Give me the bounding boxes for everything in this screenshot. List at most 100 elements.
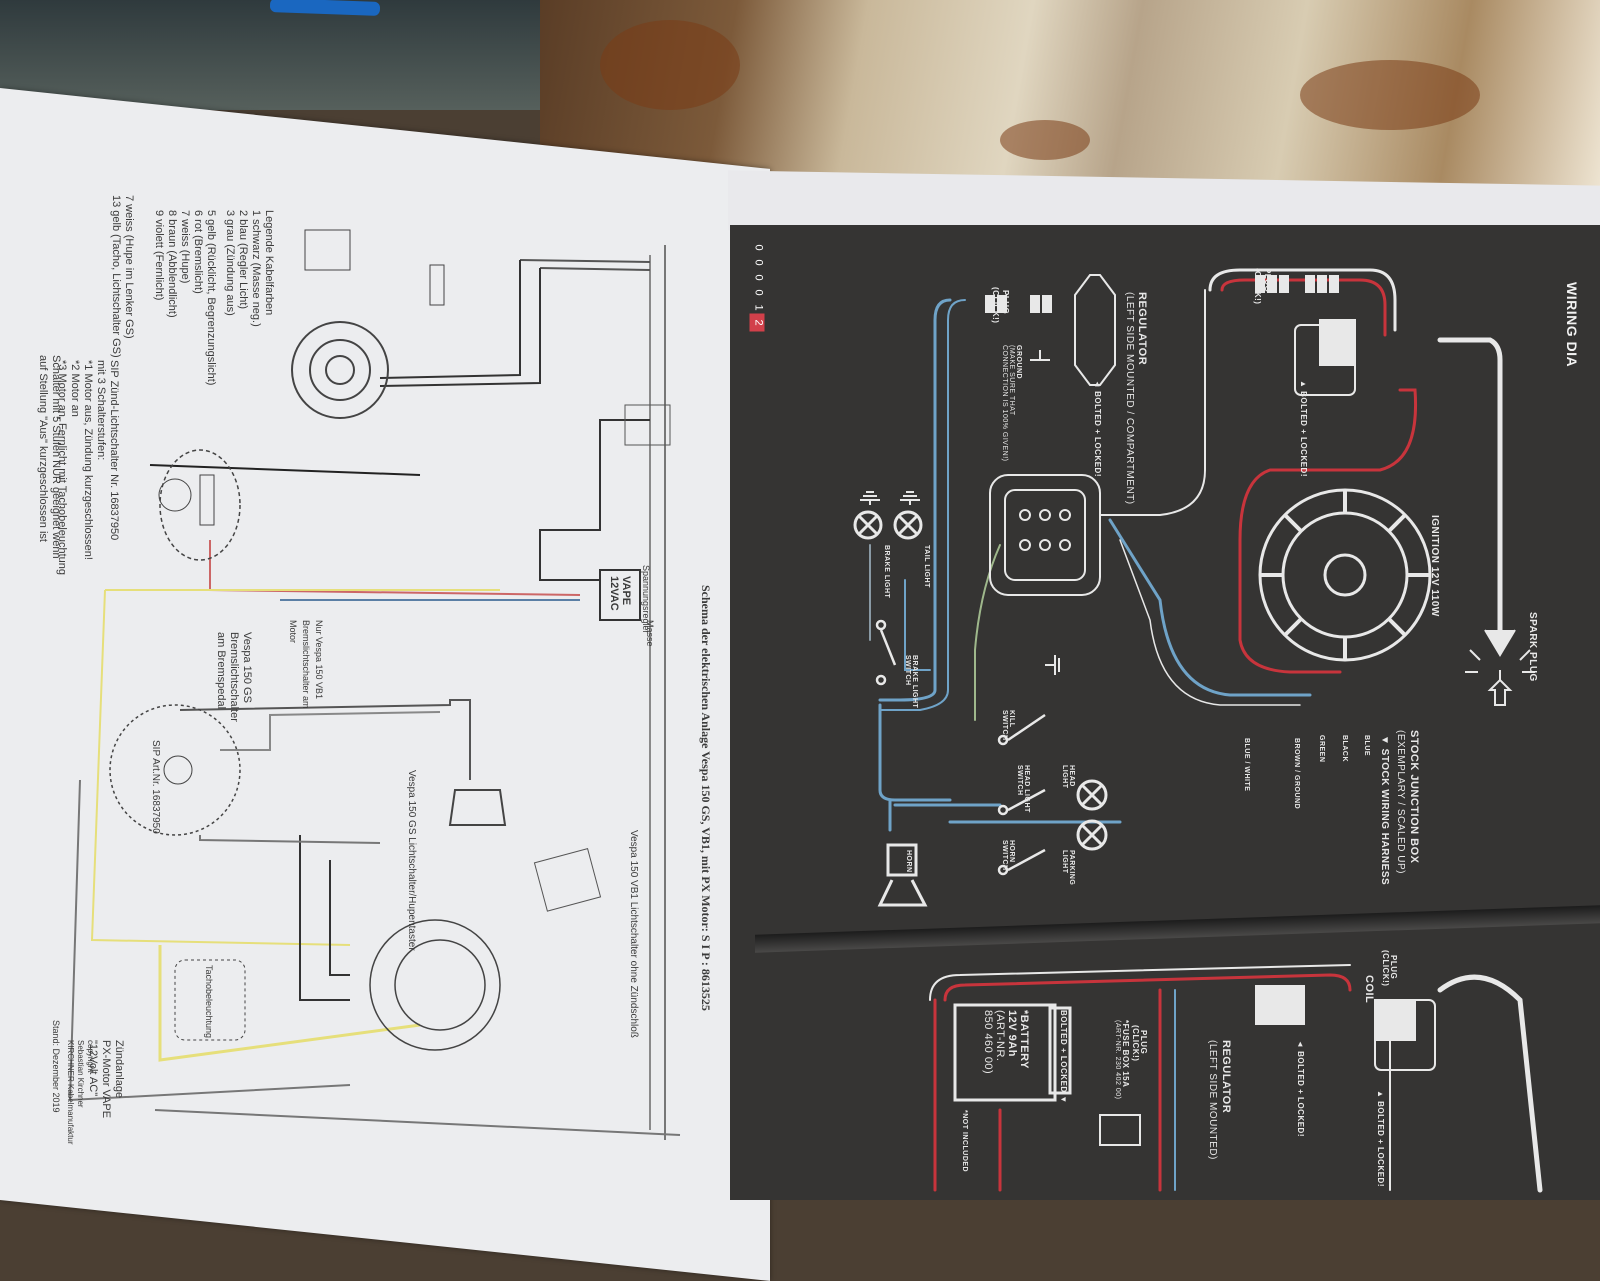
plug-click-label: (CLICK!) <box>1253 268 1262 305</box>
lower-wire-white <box>929 964 1351 1001</box>
wire-yellow-bottom <box>158 945 421 1062</box>
wire-label-black: BLACK <box>1341 735 1348 762</box>
horn-switch-label: HORN SWITCH <box>1001 840 1015 871</box>
parking-light-icon <box>1076 819 1108 851</box>
fuse-line: (ART-NR. 230 402 00) <box>1114 1020 1121 1100</box>
battery-line: 850 460 00) <box>982 1010 994 1075</box>
page-heading-partial: WIRING DIA <box>1564 282 1580 368</box>
wire-1 <box>519 259 651 263</box>
wire-label-brown-ground: BROWN / GROUND <box>1293 738 1300 810</box>
label-line: HORN <box>1008 840 1015 863</box>
fuse-line: *FUSE BOX 15A <box>1121 1020 1130 1088</box>
wire-coil-red <box>1220 278 1387 337</box>
lower-plug-click: (CLICK!) <box>1381 950 1390 987</box>
tail-light-icon <box>893 510 923 540</box>
junction-box-icon <box>989 474 1101 596</box>
tail-light-label: TAIL LIGHT <box>923 545 930 588</box>
head-light-label: HEAD LIGHT <box>1061 765 1075 789</box>
kill-switch-label: KILL SWITCH <box>1001 710 1015 741</box>
wire-black-harness <box>1119 539 1301 706</box>
head-light-icon <box>1076 779 1108 811</box>
battery-line: 12V 9Ah <box>1006 1010 1018 1057</box>
rust-patch <box>600 20 740 110</box>
label-line: PARKING <box>1068 850 1075 886</box>
label-line: SWITCH <box>1001 710 1008 741</box>
headlight-bulb-circle <box>159 449 241 561</box>
coil-label: COIL <box>1319 320 1330 346</box>
coil-left <box>304 229 351 271</box>
wire-tail-blue <box>904 579 931 671</box>
wire-13 <box>199 835 381 844</box>
label-line: HEAD LIGHT <box>1023 765 1030 813</box>
wiring-harness-label: ▼ STOCK WIRING HARNESS <box>1379 735 1390 886</box>
vape-regulator <box>599 569 641 621</box>
wire-harness-white <box>1099 289 1206 516</box>
spark-plug-left <box>429 264 445 306</box>
wire-blue-regulator <box>878 298 952 702</box>
ground-line: GROUND <box>1015 345 1022 380</box>
horn-icon <box>877 843 928 907</box>
lower-regulator-title: REGULATOR <box>1220 1040 1232 1114</box>
battery-line: (ART-NR. <box>994 1010 1006 1062</box>
lower-regulator-icon <box>1255 985 1305 1025</box>
label-line: LIGHT <box>1061 850 1068 874</box>
plug-connectors <box>985 275 1339 313</box>
ground-icon <box>860 350 1060 675</box>
coil-bolted-label: ▲ BOLTED + LOCKED! <box>1299 380 1308 477</box>
wire-label-blue: BLUE <box>1363 735 1370 757</box>
vb1-switch <box>533 847 602 912</box>
battery-bolted: BOLTED + LOCKED ▼ <box>1059 1010 1068 1104</box>
tube-bulb <box>199 474 215 526</box>
left-diagram-wires <box>68 229 681 1140</box>
wire-taillight <box>149 464 421 476</box>
rust-patch <box>1000 120 1090 160</box>
fuse-box-label: *FUSE BOX 15A (ART-NR. 230 402 00) <box>1114 1020 1130 1100</box>
lower-plug-label: PLUG <box>1389 955 1398 980</box>
wire-label-blue-white: BLUE / WHITE <box>1243 738 1250 792</box>
headlight-switch-label: HEAD LIGHT SWITCH <box>1016 765 1030 813</box>
background-floor <box>0 0 560 110</box>
wire-yellow-left <box>90 589 351 946</box>
wire-2 <box>539 267 651 271</box>
wire-green-kill <box>974 544 1001 721</box>
spark-plug-label: SPARK PLUG <box>1527 612 1538 682</box>
lower-reg-plug-click: (CLICK!) <box>1131 1025 1140 1062</box>
label-line: SWITCH <box>904 655 911 686</box>
ground-line: (MAKE SURE THAT <box>1008 345 1015 416</box>
spark-plug-icon <box>1465 629 1535 706</box>
brake-light-icon <box>853 510 883 540</box>
wire-blue-main <box>878 703 952 802</box>
switch-symbols <box>875 619 1046 876</box>
wire-ignition-red <box>1238 388 1418 674</box>
label-line: HEAD <box>1068 765 1075 787</box>
wire-blue-regulator-2 <box>879 299 966 711</box>
tacho-dashed <box>174 959 246 1041</box>
ground-note: GROUND (MAKE SURE THAT CONNECTION IS 100… <box>1001 345 1022 461</box>
lower-coil-bolted: ▲ BOLTED + LOCKED! <box>1376 1090 1385 1187</box>
wire-bottom-frame <box>154 1109 681 1136</box>
sip-switch <box>109 704 241 836</box>
plug-label: PLUG <box>1263 268 1272 293</box>
lower-spark-lead <box>1437 974 1543 1193</box>
not-included-note: *NOT INCLUDED <box>961 1110 968 1173</box>
junction-box-title: STOCK JUNCTION BOX <box>1408 730 1420 864</box>
coil-icon <box>1294 319 1356 396</box>
wire-coil-white <box>1208 268 1397 332</box>
wire-blue-harness <box>1108 518 1312 697</box>
brake-light-label: BRAKE LIGHT <box>883 545 890 599</box>
lower-coil-label: COIL <box>1363 975 1375 1004</box>
stator-left <box>291 321 389 419</box>
wire-9 <box>299 835 350 1001</box>
label-line: KILL <box>1008 710 1015 728</box>
regulator-plug: PLUG <box>1001 290 1010 315</box>
right-diagram-wires <box>853 268 1543 1193</box>
ground-line: CONNECTION IS 100% GIVEN!) <box>1001 345 1008 462</box>
wire-3 <box>68 779 351 1102</box>
battery-label: *BATTERY 12V 9Ah (ART-NR. 850 460 00) <box>982 1010 1030 1074</box>
battery-line: *BATTERY <box>1018 1010 1030 1069</box>
wire-regulator <box>539 419 650 581</box>
wire-8 <box>329 860 350 976</box>
lower-wire-red <box>943 973 1352 1002</box>
wire-stator-1 <box>379 260 521 379</box>
parking-light-label: PARKING LIGHT <box>1061 850 1075 885</box>
